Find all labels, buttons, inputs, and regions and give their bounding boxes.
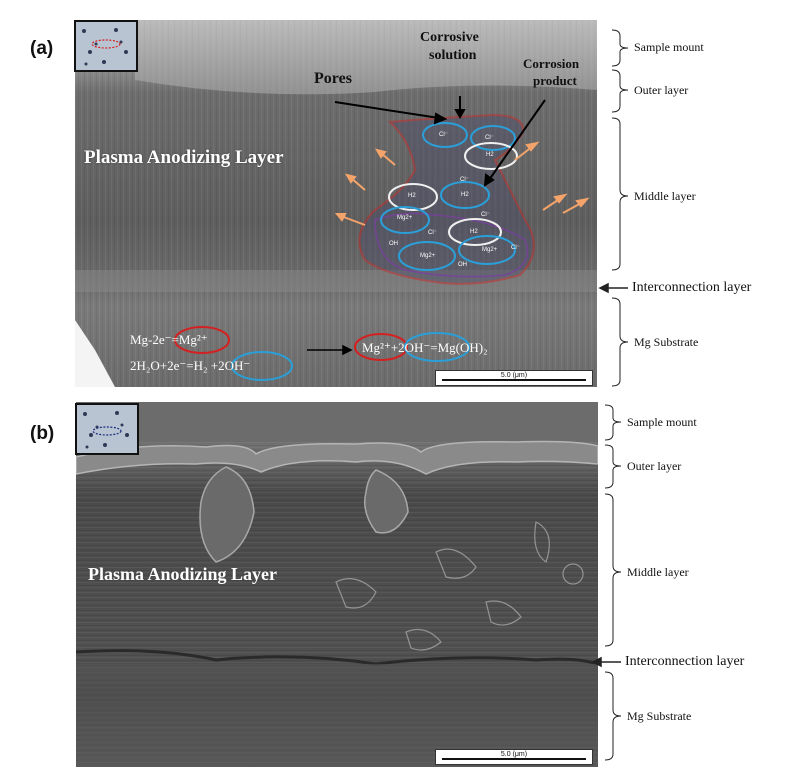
ion-label: Cl⁻ [481, 212, 490, 218]
scale-bar-label: 5.0 (μm) [500, 751, 528, 758]
panel-b-letter: (b) [30, 423, 55, 444]
panel-a-sem-image [75, 20, 597, 387]
ion-label: Cl⁻ [460, 177, 469, 183]
corrosion-product-line1: Corrosion [523, 56, 580, 71]
ion-label: Cl⁻ [485, 135, 494, 141]
ion-label: H2 [470, 229, 478, 235]
label-mg-substrate-b: Mg Substrate [627, 709, 692, 723]
label-outer-layer-b: Outer layer [627, 459, 682, 473]
label-sample-mount-b: Sample mount [627, 415, 697, 429]
ion-label: H2 [461, 192, 469, 198]
panel-a-inset [74, 20, 138, 72]
ion-label: Cl⁻ [511, 245, 520, 251]
ion-label: Cl⁻ [439, 132, 448, 138]
ion-label: OH [389, 241, 398, 247]
label-interconnection-layer-a: Interconnection layer [632, 280, 752, 295]
panel-a-scale-bar: 5.0 (μm) [435, 370, 593, 386]
label-interconnection-layer-b: Interconnection layer [625, 654, 745, 669]
equation-1: Mg-2e⁻=Mg²⁺ [130, 332, 208, 347]
equation-2: 2H₂O+2e⁻=H₂ +2OH⁻ [130, 358, 251, 373]
pores-label: Pores [314, 70, 352, 87]
panel-b-title: Plasma Anodizing Layer [88, 564, 278, 584]
corrosion-product-line2: product [533, 73, 577, 88]
ion-label: OH [458, 262, 467, 268]
panel-a-letter: (a) [30, 38, 54, 59]
panel-b-scale-bar: 5.0 (μm) [435, 749, 593, 765]
ion-label: Cl⁻ [428, 230, 437, 236]
equation-3: Mg²⁺+2OH⁻=Mg(OH)₂ [362, 340, 488, 355]
label-middle-layer-b: Middle layer [627, 565, 689, 579]
panel-b-inset [75, 403, 139, 455]
corrosive-label-line1: Corrosive [420, 30, 479, 45]
label-outer-layer-a: Outer layer [634, 83, 689, 97]
label-sample-mount-a: Sample mount [634, 40, 704, 54]
label-middle-layer-a: Middle layer [634, 189, 696, 203]
ion-label: Mg2+ [420, 253, 436, 259]
scale-bar-label: 5.0 (μm) [500, 372, 528, 379]
ion-label: H2 [408, 193, 416, 199]
label-mg-substrate-a: Mg Substrate [634, 335, 699, 349]
ion-label: H2 [486, 152, 494, 158]
ion-label: Mg2+ [397, 215, 413, 221]
corrosive-label-line2: solution [429, 48, 477, 63]
ion-label: Mg2+ [482, 247, 498, 253]
panel-a-title: Plasma Anodizing Layer [84, 147, 284, 168]
panel-b-sem-image [76, 402, 598, 767]
